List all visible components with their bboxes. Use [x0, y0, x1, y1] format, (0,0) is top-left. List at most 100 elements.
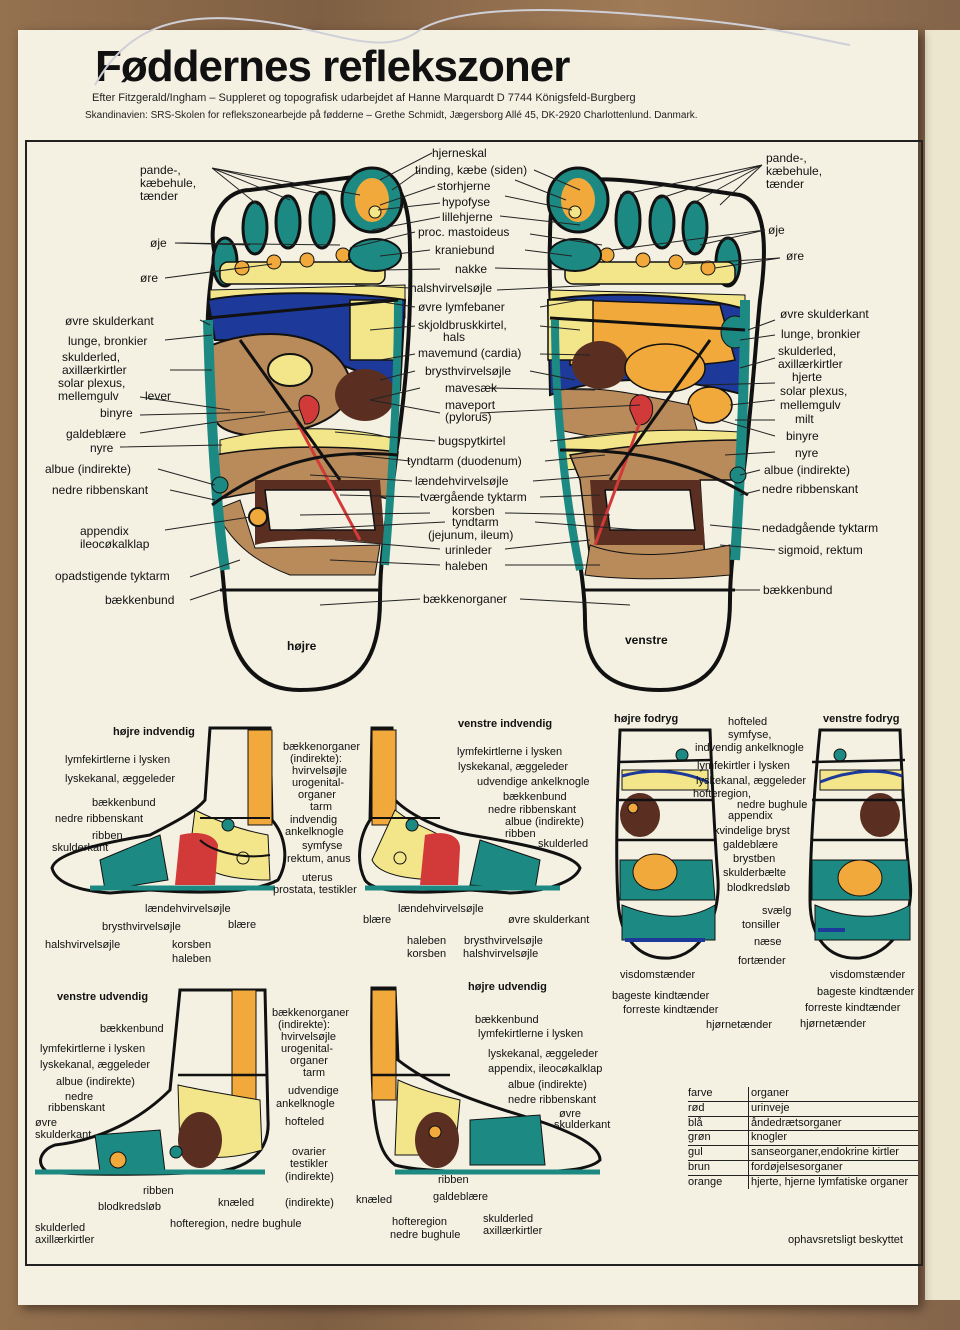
label-ileocokalklap: ileocøkalklap	[80, 537, 150, 551]
label-lunge: lunge, bronkier	[68, 334, 147, 348]
label-baekkenbund: bækkenbund	[105, 593, 174, 607]
or-appendix: appendix, ileocøkalklap	[488, 1063, 602, 1075]
ir-skulderkant: skulderkant	[52, 842, 108, 854]
oc-indirekte-3: (indirekte)	[285, 1197, 334, 1209]
legend-organ-hjerte: hjerte, hjerne lymfatiske organer	[748, 1175, 918, 1190]
il-lyskekanal: lyskekanal, æggeleder	[458, 761, 568, 773]
ol-baekkenbund: bækkenbund	[100, 1023, 164, 1035]
ir-lymfekirtler: lymfekirtlerne i lysken	[65, 754, 170, 766]
sole-labels: pande-, kæbehule, tænder øje øre øvre sk…	[45, 146, 878, 653]
ol-skulderled: skulderled	[35, 1222, 85, 1234]
oc-baekkenorganer: bækkenorganer	[272, 1007, 349, 1019]
label-r-oje: øje	[768, 223, 785, 237]
heading-venstre-udvendig: venstre udvendig	[57, 991, 148, 1003]
or-galdeblaere: galdeblære	[433, 1191, 488, 1203]
dl-fortaender: fortænder	[738, 955, 786, 967]
ol-ribbenskant: ribbenskant	[48, 1102, 105, 1114]
il-haleben: haleben	[407, 935, 446, 947]
outer-left-foot	[35, 988, 270, 1176]
sole-leader-lines	[119, 152, 781, 606]
dl-indvendig-ankelknogle: indvendig ankelknogle	[695, 742, 804, 754]
label-galdeblaere: galdeblære	[66, 427, 126, 441]
label-binyre: binyre	[100, 406, 133, 420]
dl-brystben: brystben	[733, 853, 775, 865]
legend-color-orange: orange	[688, 1175, 723, 1188]
ir-indirekte: (indirekte):	[290, 753, 342, 765]
label-urinleder: urinleder	[445, 543, 492, 557]
ir-tarm: tarm	[310, 801, 332, 813]
legend-header-farve: farve	[688, 1087, 713, 1099]
label-tinding: tinding, kæbe (siden)	[415, 163, 527, 177]
oc-ovarier: ovarier	[292, 1146, 326, 1158]
label-hjerneskal: hjerneskal	[432, 146, 487, 160]
or-knaeled: knæled	[356, 1194, 392, 1206]
legend-organ-knogler: knogler	[748, 1131, 918, 1145]
label-axillaerkirtler: axillærkirtler	[62, 363, 127, 377]
heading-hojre-indvendig: højre indvendig	[113, 726, 195, 738]
il-nedre-ribbenskant: nedre ribbenskant	[488, 804, 576, 816]
label-skjoldbruskkirtel: skjoldbruskkirtel,	[418, 318, 507, 332]
label-tyndtarm: tyndtarm	[452, 515, 499, 529]
label-ore: øre	[140, 271, 158, 285]
dl-l-visdomstaender: visdomstænder	[830, 969, 906, 981]
poster-title: Føddernes reflekszoner	[95, 42, 570, 91]
label-r-ore: øre	[786, 249, 804, 263]
oc-organer: organer	[290, 1055, 328, 1067]
label-r-pande: pande-,	[766, 151, 807, 165]
copyright-note: ophavsretsligt beskyttet	[788, 1234, 903, 1246]
label-r-mellemgulv: mellemgulv	[780, 398, 841, 412]
ir-prostata: prostata, testikler	[273, 884, 357, 896]
oc-ankelknogle: ankelknogle	[276, 1098, 335, 1110]
ol-knaeled: knæled	[218, 1197, 254, 1209]
dl-hjornetaender: hjørnetænder	[706, 1019, 772, 1031]
ir-laendehvirvelsojle: lændehvirvelsøjle	[145, 903, 231, 915]
dl-skulderbaelte: skulderbælte	[723, 867, 786, 879]
ir-baekkenbund: bækkenbund	[92, 797, 156, 809]
or-baekkenbund: bækkenbund	[475, 1014, 539, 1026]
label-lever: lever	[145, 389, 171, 403]
il-skulderled: skulderled	[538, 838, 588, 850]
dl-kvindelige-bryst: kvindelige bryst	[714, 825, 790, 837]
left-foot-sole	[546, 166, 766, 693]
ol-ribben: ribben	[143, 1185, 174, 1197]
ol-skulderkant: skulderkant	[35, 1129, 91, 1141]
oc-urogenital: urogenital-	[281, 1043, 333, 1055]
view-labels: højre indvendig lymfekirtlerne i lysken …	[35, 713, 915, 1246]
legend-header-organer: organer	[748, 1087, 918, 1101]
label-r-binyre: binyre	[786, 429, 819, 443]
label-bugspytkirtel: bugspytkirtel	[438, 434, 505, 448]
ir-ribben: ribben	[92, 830, 123, 842]
label-tyndtarm-duodenum: tyndtarm (duodenum)	[407, 454, 522, 468]
legend-row: orange hjerte, hjerne lymfatiske organer	[688, 1175, 918, 1190]
il-laendehvirvelsojle: lændehvirvelsøjle	[398, 903, 484, 915]
label-hojre: højre	[287, 639, 317, 653]
label-haleben: haleben	[445, 559, 488, 573]
label-storhjerne: storhjerne	[437, 179, 491, 193]
il-korsben: korsben	[407, 948, 446, 960]
right-foot-sole	[203, 166, 413, 693]
legend-organ-sanseorganer: sanseorganer,endokrine kirtler	[748, 1146, 918, 1160]
ir-ankelknogle: ankelknogle	[285, 826, 344, 838]
label-r-nyre: nyre	[795, 446, 819, 460]
or-ovre: øvre	[559, 1108, 581, 1120]
label-r-skulderled: skulderled,	[778, 344, 836, 358]
label-kaebehule: kæbehule,	[140, 176, 196, 190]
label-r-axillaerkirtler: axillærkirtler	[778, 357, 843, 371]
subtitle-school: Skandinavien: SRS-Skolen for reflekszone…	[85, 110, 698, 121]
oc-indirekte: (indirekte):	[278, 1019, 330, 1031]
dl-lyskekanal: lyskekanal, æggeleder	[696, 775, 806, 787]
il-brysthvirvelsojle: brysthvirvelsøjle	[464, 935, 543, 947]
label-halshvirvelsojle: halshvirvelsøjle	[410, 281, 492, 295]
ir-indvendig: indvendig	[290, 814, 337, 826]
ol-ovre: øvre	[35, 1117, 57, 1129]
dl-lymfekirtler: lymfekirtler i lysken	[697, 760, 790, 772]
ir-nedre-ribbenskant: nedre ribbenskant	[55, 813, 143, 825]
label-skulderled: skulderled,	[62, 350, 120, 364]
ir-halshvirvelsojle: halshvirvelsøjle	[45, 939, 120, 951]
label-laendehvirvelsojle: lændehvirvelsøjle	[415, 474, 509, 488]
dl-appendix: appendix	[728, 810, 773, 822]
or-skulderkant: skulderkant	[554, 1119, 610, 1131]
dl-hofteled: hofteled	[728, 716, 767, 728]
dl-naese: næse	[754, 936, 782, 948]
or-nedre-bughule: nedre bughule	[390, 1229, 460, 1241]
